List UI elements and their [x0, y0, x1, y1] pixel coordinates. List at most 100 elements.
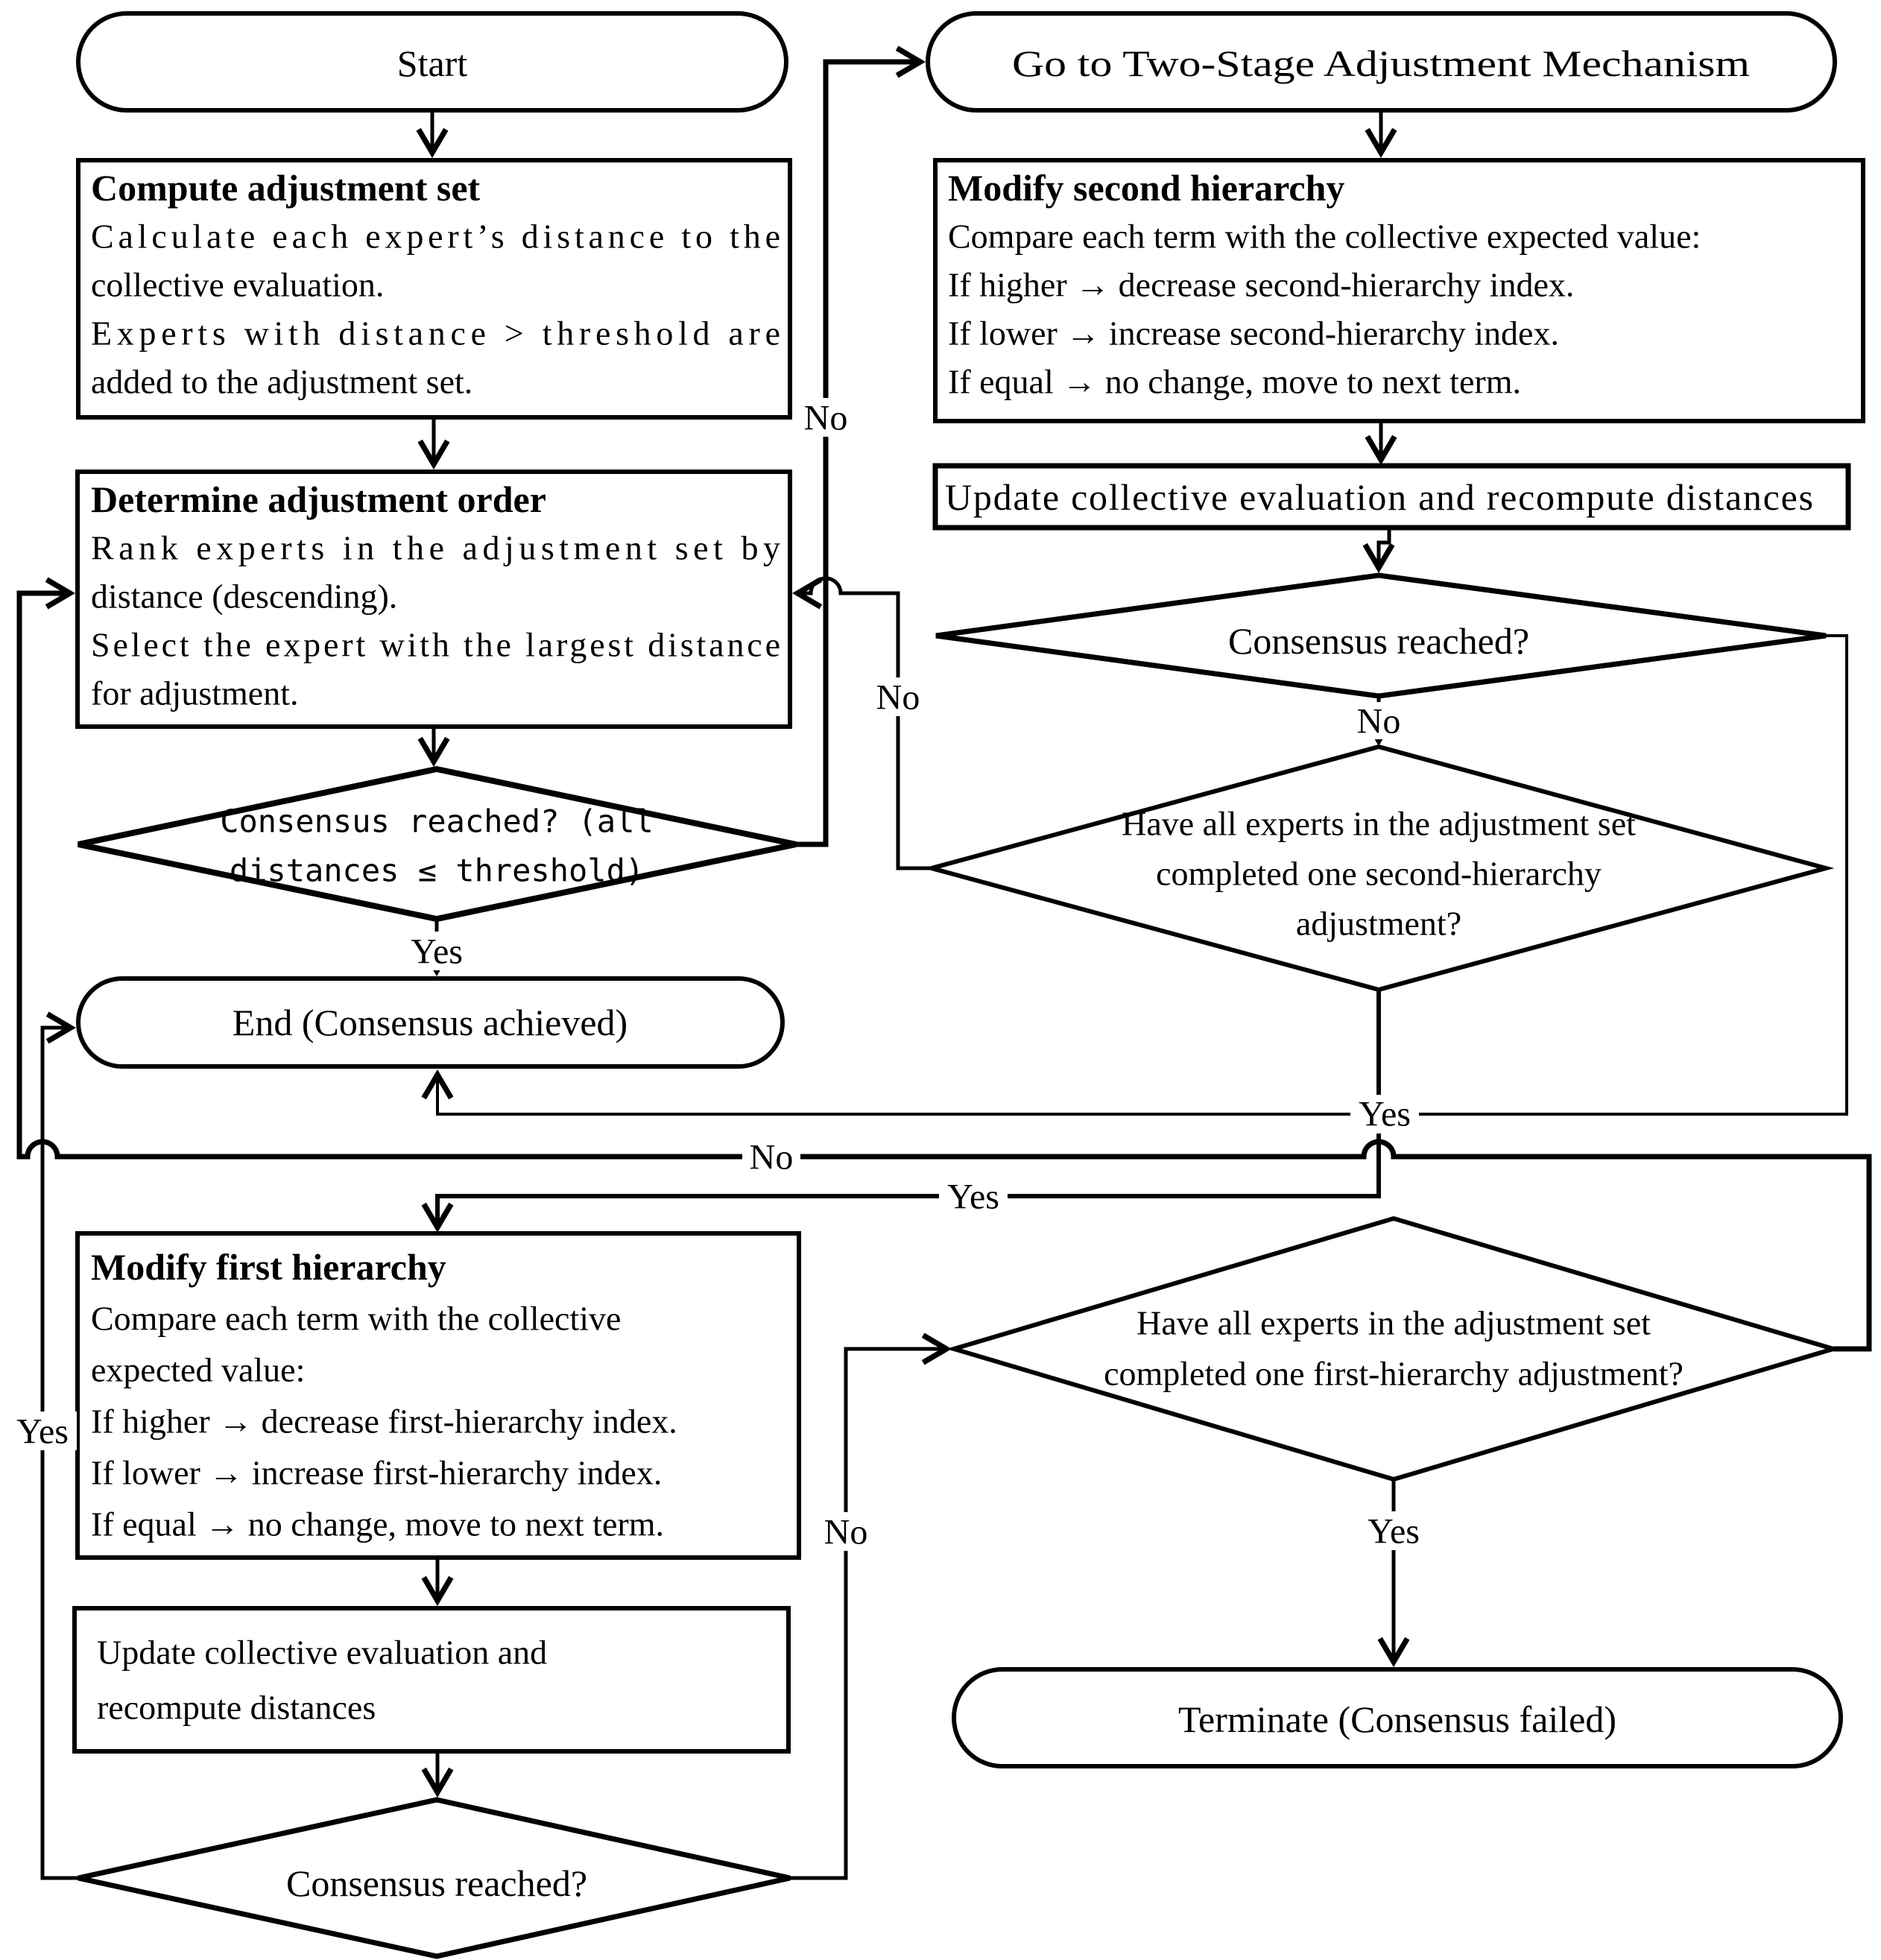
- node-modify-second-hierarchy: Modify second hierarchy Compare each ter…: [933, 158, 1865, 423]
- edge-label-d3-yes: Yes: [939, 1177, 1008, 1217]
- update1-line-2: recompute distances: [97, 1689, 376, 1727]
- node-modify-first-hierarchy: Modify first hierarchy Compare each term…: [75, 1231, 801, 1560]
- node-decision-first-hierarchy-done: Have all experts in the adjustment set c…: [946, 1215, 1842, 1482]
- d4-no-bg: [742, 1137, 800, 1176]
- modify2-title: Modify second hierarchy: [948, 167, 1344, 209]
- d3-no-text: No: [876, 678, 920, 718]
- goto-label: Go to Two-Stage Adjustment Mechanism: [1012, 42, 1750, 84]
- compute-line-4: added to the adjustment set.: [91, 363, 472, 401]
- d3-line-2: completed one second-hierarchy: [1156, 855, 1602, 893]
- d1-line-2: distances ≤ threshold): [230, 853, 644, 889]
- d3-yes-text: Yes: [947, 1177, 999, 1217]
- end-label: End (Consensus achieved): [233, 1002, 627, 1043]
- modify1-line-2: expected value:: [91, 1351, 305, 1389]
- node-decision-consensus-right: Consensus reached?: [935, 572, 1827, 699]
- start-label: Start: [397, 42, 468, 84]
- modify1-line-3: If higher → decrease first-hierarchy ind…: [91, 1403, 677, 1441]
- edge-label-d5-yes: Yes: [8, 1411, 77, 1452]
- d5-yes-bg: [8, 1411, 77, 1450]
- edge-label-d2-yes: Yes: [1350, 1095, 1419, 1134]
- d2-no-text: No: [1357, 702, 1401, 742]
- node-goto-two-stage: Go to Two-Stage Adjustment Mechanism: [926, 11, 1837, 113]
- d3-line-3: adjustment?: [1296, 905, 1461, 943]
- edge-label-d4-yes: Yes: [1359, 1511, 1428, 1552]
- modify2-line-4: If equal → no change, move to next term.: [948, 363, 1521, 401]
- d5-no-bg: [817, 1512, 875, 1551]
- edge-label-d1-yes: Yes: [402, 932, 471, 972]
- start-pill: [76, 11, 788, 113]
- determine-line-2: distance (descending).: [91, 578, 397, 616]
- node-start: Start: [76, 11, 788, 113]
- determine-line-4: for adjustment.: [91, 674, 299, 712]
- node-decision-second-hierarchy-done: Have all experts in the adjustment set c…: [923, 744, 1835, 993]
- edge-d3-no: [791, 576, 932, 870]
- edge-d5-yes: [40, 1011, 78, 1880]
- d3-line-1: Have all experts in the adjustment set: [1122, 805, 1636, 843]
- d3-diamond: [923, 744, 1835, 993]
- d1-no-bg: [797, 398, 855, 437]
- edge-label-d5-no: No: [817, 1512, 875, 1552]
- edge-label-d3-no: No: [869, 677, 927, 718]
- d2-yes-bg: [1350, 1095, 1419, 1134]
- node-decision-consensus-threshold: Consensus reached? (all distances ≤ thre…: [78, 765, 797, 923]
- compute-line-1: Calculate each expert’s distance to the: [91, 218, 780, 256]
- d4-diamond: [946, 1215, 1842, 1482]
- modify1-box: [75, 1231, 801, 1560]
- update2-label: Update collective evaluation and recompu…: [945, 476, 1813, 518]
- d5-diamond: [78, 1797, 791, 1959]
- node-compute-adjustment-set: Compute adjustment set Calculate each ex…: [76, 158, 792, 420]
- modify1-line-5: If equal → no change, move to next term.: [91, 1505, 664, 1543]
- edge-d4-no: [16, 577, 1872, 1352]
- compute-title: Compute adjustment set: [91, 167, 481, 209]
- d2-yes-text: Yes: [1359, 1095, 1411, 1134]
- d1-yes-text: Yes: [411, 932, 463, 972]
- d4-yes-text: Yes: [1368, 1512, 1420, 1552]
- node-terminate: Terminate (Consensus failed): [952, 1667, 1843, 1768]
- edge-d5-no: [790, 1333, 952, 1880]
- d3-no-bg: [869, 677, 927, 716]
- edge-label-d1-no: No: [797, 398, 855, 438]
- edge-d1-no: [796, 45, 926, 847]
- edge-d2-yes: [421, 634, 1848, 1116]
- goto-pill: [926, 11, 1837, 113]
- d4-line-2: completed one first-hierarchy adjustment…: [1104, 1355, 1684, 1393]
- node-update-recompute-right: Update collective evaluation and recompu…: [932, 463, 1851, 531]
- d5-no-text: No: [824, 1513, 868, 1552]
- d5-label: Consensus reached?: [286, 1862, 587, 1904]
- d5-yes-text: Yes: [16, 1412, 69, 1452]
- determine-title: Determine adjustment order: [91, 478, 546, 520]
- modify1-line-4: If lower → increase first-hierarchy inde…: [91, 1454, 662, 1492]
- d2-diamond: [935, 572, 1827, 699]
- modify2-line-2: If higher → decrease second-hierarchy in…: [948, 266, 1574, 304]
- d1-line-1: Consensus reached? (all: [220, 803, 654, 840]
- terminate-pill: [952, 1667, 1843, 1768]
- modify2-line-3: If lower → increase second-hierarchy ind…: [948, 314, 1559, 353]
- update1-box: [72, 1606, 791, 1754]
- compute-line-2: collective evaluation.: [91, 266, 384, 304]
- modify1-line-1: Compare each term with the collective: [91, 1300, 621, 1338]
- node-decision-consensus-bottom: Consensus reached?: [78, 1797, 791, 1959]
- modify1-title: Modify first hierarchy: [91, 1246, 446, 1288]
- edge-label-d4-no: No: [742, 1137, 800, 1177]
- d4-no-text: No: [750, 1138, 794, 1177]
- update1-line-1: Update collective evaluation and: [97, 1634, 547, 1672]
- compute-box: [76, 158, 792, 420]
- d2-label: Consensus reached?: [1228, 620, 1529, 662]
- end-pill: [76, 976, 785, 1069]
- node-end: End (Consensus achieved): [76, 976, 785, 1069]
- terminate-label: Terminate (Consensus failed): [1178, 1698, 1616, 1740]
- edge-label-d2-no: No: [1350, 702, 1408, 742]
- edge-update2-d2: [1362, 528, 1395, 574]
- d2-no-bg: [1350, 702, 1408, 739]
- determine-line-1: Rank experts in the adjustment set by: [91, 529, 780, 567]
- d4-yes-bg: [1359, 1511, 1428, 1550]
- d1-yes-bg: [402, 932, 471, 970]
- d4-line-1: Have all experts in the adjustment set: [1136, 1304, 1651, 1342]
- update2-box: [932, 463, 1851, 531]
- modify2-line-1: Compare each term with the collective ex…: [948, 218, 1701, 256]
- node-update-recompute-left: Update collective evaluation and recompu…: [72, 1606, 791, 1754]
- compute-line-3: Experts with distance > threshold are: [91, 314, 780, 353]
- edge-d3-yes: [421, 990, 1381, 1233]
- d1-diamond: [78, 765, 797, 923]
